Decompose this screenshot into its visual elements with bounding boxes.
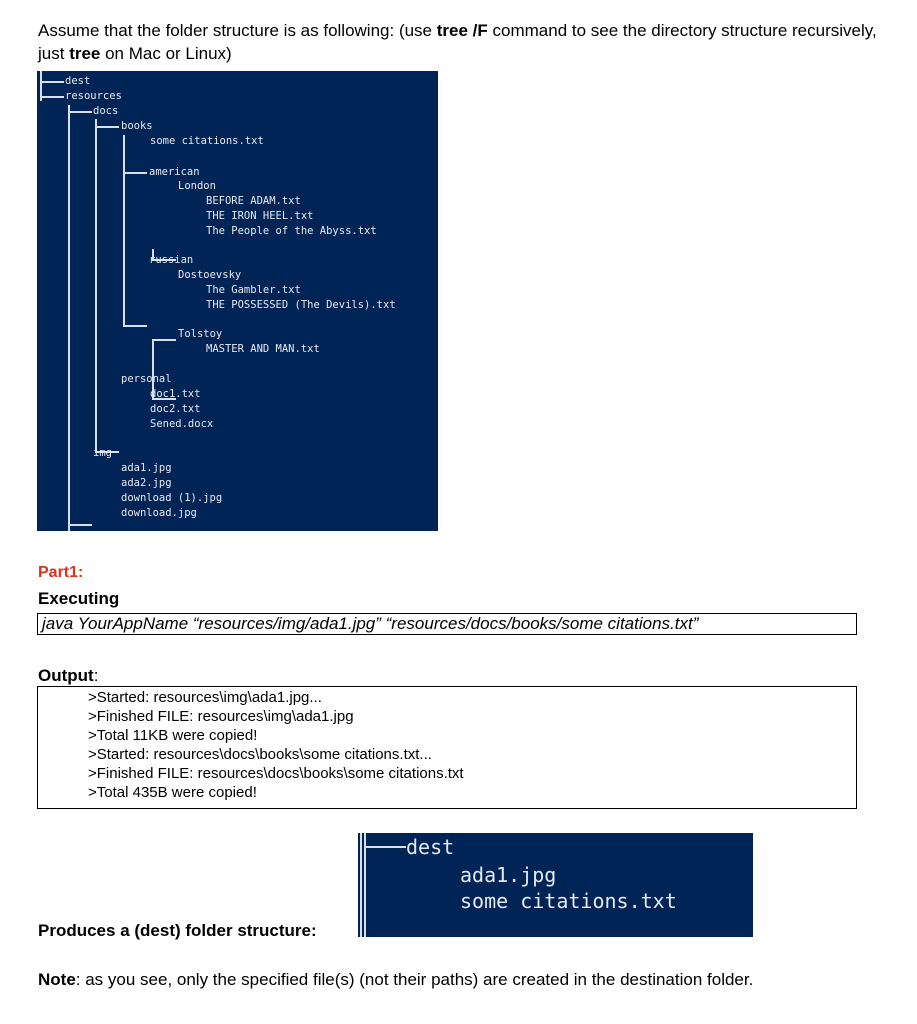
output-label: Output — [38, 666, 94, 685]
file-gambler: The Gambler.txt — [206, 284, 301, 296]
tree-line — [364, 833, 366, 937]
output-line: >Total 11KB were copied! — [88, 727, 258, 744]
output-line: >Started: resources\docs\books\some cita… — [88, 746, 432, 763]
tree-line — [152, 398, 176, 400]
file-before-adam: BEFORE ADAM.txt — [206, 195, 301, 207]
tree-line — [123, 325, 147, 327]
executing-heading: Executing — [38, 589, 120, 608]
folder-london: London — [178, 180, 216, 192]
file-iron-heel: THE IRON HEEL.txt — [206, 210, 314, 222]
tree-line — [360, 833, 362, 937]
dest-file-ada1: ada1.jpg — [460, 863, 557, 887]
file-download-1: download (1).jpg — [121, 492, 223, 504]
folder-img: img — [93, 447, 112, 459]
tree-line — [152, 249, 154, 259]
produces-label: Produces a (dest) folder structure: — [38, 921, 317, 940]
tree-line — [40, 96, 64, 98]
tree-line — [95, 119, 97, 452]
file-doc2: doc2.txt — [150, 403, 201, 415]
file-sened: Sened.docx — [150, 418, 214, 430]
output-line: >Total 435B were copied! — [88, 784, 257, 801]
intro-text-3: on Mac or Linux) — [100, 44, 232, 63]
folder-tolstoy: Tolstoy — [178, 328, 223, 340]
dest-tree-screenshot: dest ada1.jpg some citations.txt — [358, 833, 753, 937]
file-possessed: THE POSSESSED (The Devils).txt — [206, 299, 396, 311]
folder-american: american — [149, 166, 200, 178]
tree-line — [40, 71, 42, 101]
dest-folder: dest — [406, 835, 455, 859]
tree-line — [95, 126, 119, 128]
output-colon: : — [93, 666, 99, 685]
tree-line — [152, 339, 176, 341]
tree-line — [40, 81, 64, 83]
intro-text-1: Assume that the folder structure is as f… — [38, 21, 437, 40]
tree-line — [68, 105, 70, 531]
command-box: java YourAppName “resources/img/ada1.jpg… — [37, 613, 857, 635]
folder-personal: personal — [121, 373, 172, 385]
file-doc1: doc1.txt — [150, 388, 201, 400]
file-people-of-abyss: The People of the Abyss.txt — [206, 225, 377, 237]
tree-line — [123, 172, 147, 174]
tree-line — [123, 135, 125, 327]
intro-command-tree: tree — [69, 44, 101, 63]
directory-tree-screenshot: dest resources docs books some citations… — [37, 71, 438, 531]
tree-line — [95, 451, 119, 453]
intro-paragraph: Assume that the folder structure is as f… — [38, 19, 898, 65]
output-line: >Finished FILE: resources\img\ada1.jpg — [88, 708, 354, 725]
part-heading: Part1: — [38, 564, 84, 581]
folder-russian: russian — [149, 254, 194, 266]
note-paragraph: Note: as you see, only the specified fil… — [38, 970, 753, 990]
intro-command-tree-f: tree /F — [436, 21, 488, 40]
output-heading: Output: — [38, 666, 98, 686]
folder-docs: docs — [93, 105, 119, 117]
folder-resources: resources — [65, 90, 122, 102]
file-download: download.jpg — [121, 507, 197, 519]
file-ada1: ada1.jpg — [121, 462, 172, 474]
tree-line — [152, 259, 176, 261]
file-master-and-man: MASTER AND MAN.txt — [206, 343, 320, 355]
note-text: : as you see, only the specified file(s)… — [75, 970, 754, 989]
folder-dostoevsky: Dostoevsky — [178, 269, 242, 281]
file-ada2: ada2.jpg — [121, 477, 172, 489]
file-some-citations: some citations.txt — [150, 135, 264, 147]
command-text: java YourAppName “resources/img/ada1.jpg… — [42, 614, 699, 633]
folder-books: books — [121, 120, 153, 132]
output-line: >Started: resources\img\ada1.jpg... — [88, 689, 322, 706]
intro-text-2: command to see the directory structure r… — [38, 21, 877, 63]
tree-line — [366, 846, 406, 848]
folder-dest: dest — [65, 75, 91, 87]
note-label: Note — [38, 970, 76, 989]
dest-file-some-citations: some citations.txt — [460, 889, 677, 913]
tree-line — [68, 111, 92, 113]
tree-line — [152, 339, 154, 399]
output-box: >Started: resources\img\ada1.jpg... >Fin… — [37, 686, 857, 809]
tree-line — [68, 524, 92, 526]
output-line: >Finished FILE: resources\docs\books\som… — [88, 765, 464, 782]
